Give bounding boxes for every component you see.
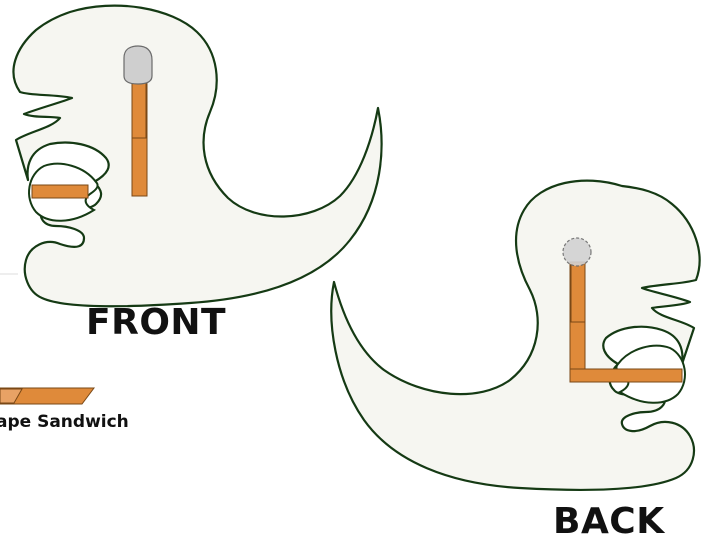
back-dino-body	[330, 179, 701, 491]
front-dino-body	[12, 4, 383, 308]
front-arm-stick	[31, 184, 89, 199]
front-pin-stick-lower	[131, 137, 148, 197]
front-dinosaur	[12, 4, 383, 308]
front-label: FRONT	[86, 302, 227, 343]
tape-overlap	[0, 388, 23, 404]
tape-sandwich-label: ape Sandwich	[0, 412, 129, 432]
tape-strip	[0, 387, 95, 405]
back-pin-stick-lower	[569, 321, 586, 371]
front-pin-cap	[123, 45, 153, 85]
back-label: BACK	[553, 501, 665, 542]
back-arm-stick	[569, 368, 683, 383]
front-pin-stick-upper	[131, 77, 148, 141]
back-dinosaur	[330, 179, 701, 491]
back-pin-cap	[562, 237, 592, 267]
back-pin-stick-upper	[569, 261, 586, 325]
tape-sandwich-stick	[0, 387, 95, 405]
